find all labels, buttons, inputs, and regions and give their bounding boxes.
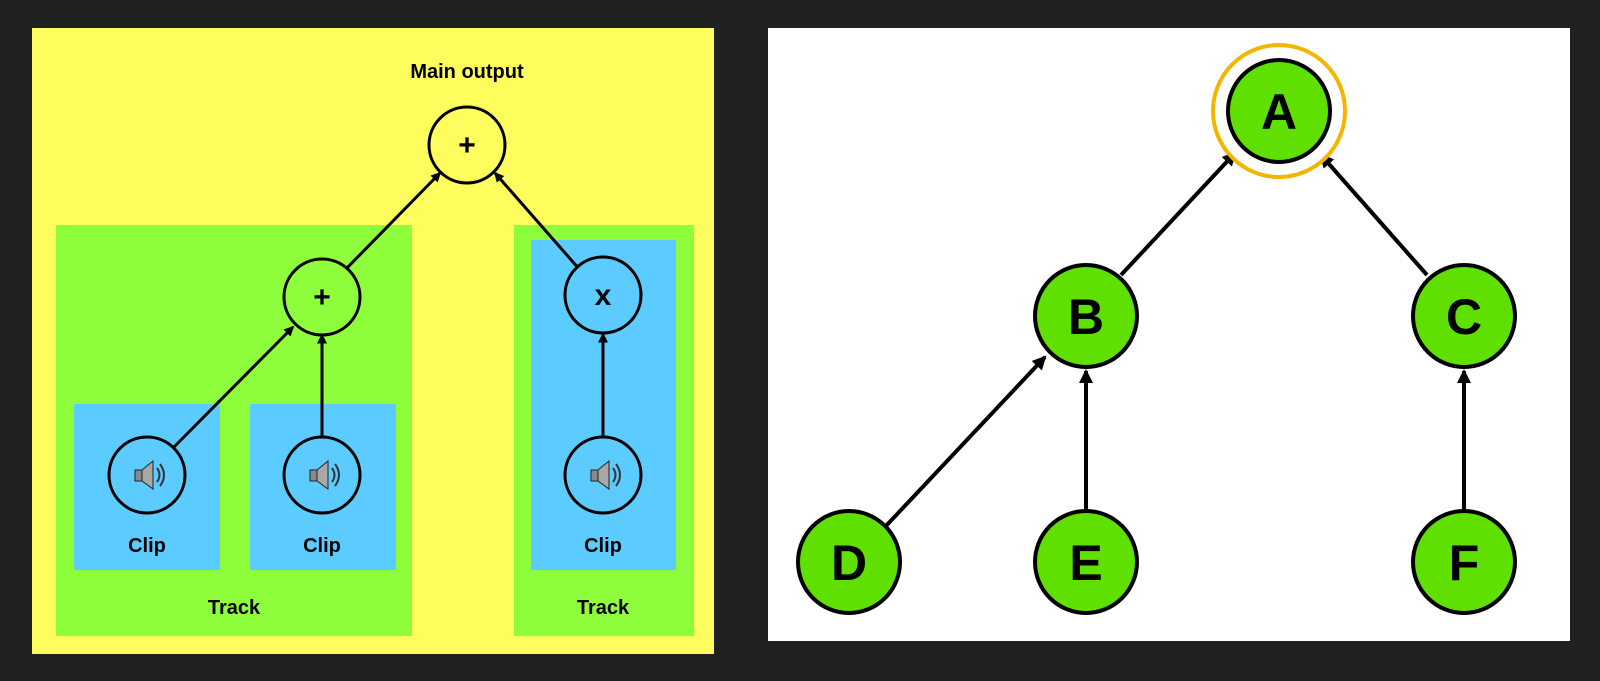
speaker-icon [309, 459, 340, 490]
tree-node-e: E [1033, 509, 1139, 615]
edge-trackmix-to-main [343, 171, 442, 272]
tree-node-c: C [1411, 263, 1517, 369]
track-gain-node [563, 255, 643, 335]
track-2-label: Track [577, 597, 630, 619]
main-output-label: Main output [410, 61, 524, 83]
tree-node-b-label: B [1068, 289, 1104, 345]
track-gain-symbol: x [595, 279, 612, 312]
tree-node-a: A [1226, 58, 1332, 164]
tree-node-d: D [796, 509, 902, 615]
tree-node-d-label: D [831, 535, 867, 591]
track-mix-node [282, 257, 362, 337]
main-output-node [427, 105, 507, 185]
main-output-symbol: + [458, 129, 476, 162]
clip-3-label: Clip [584, 535, 622, 557]
edge-clip1-to-trackmix [171, 325, 295, 450]
tree-node-f: F [1411, 509, 1517, 615]
clip-1-node [107, 435, 187, 515]
tree-panel: A B C D E F [768, 28, 1570, 641]
tree-node-b: B [1033, 263, 1139, 369]
audio-graph-panel: Main output + + x [32, 28, 714, 654]
tree-node-c-label: C [1446, 289, 1482, 345]
tree-node-a-label: A [1261, 84, 1297, 140]
tree-node-f-label: F [1449, 535, 1480, 591]
clip-2-label: Clip [303, 535, 341, 557]
track-1-label: Track [208, 597, 261, 619]
edge-d-to-b [883, 355, 1047, 529]
clip-2-node [282, 435, 362, 515]
clip-3-node [563, 435, 643, 515]
speaker-icon [590, 459, 621, 490]
speaker-icon [134, 459, 165, 490]
edge-gain-to-main [493, 171, 582, 271]
edge-b-to-a [1119, 151, 1237, 277]
tree-node-e-label: E [1069, 535, 1102, 591]
clip-1-label: Clip [128, 535, 166, 557]
edge-c-to-a [1319, 153, 1429, 277]
track-mix-symbol: + [313, 281, 331, 314]
